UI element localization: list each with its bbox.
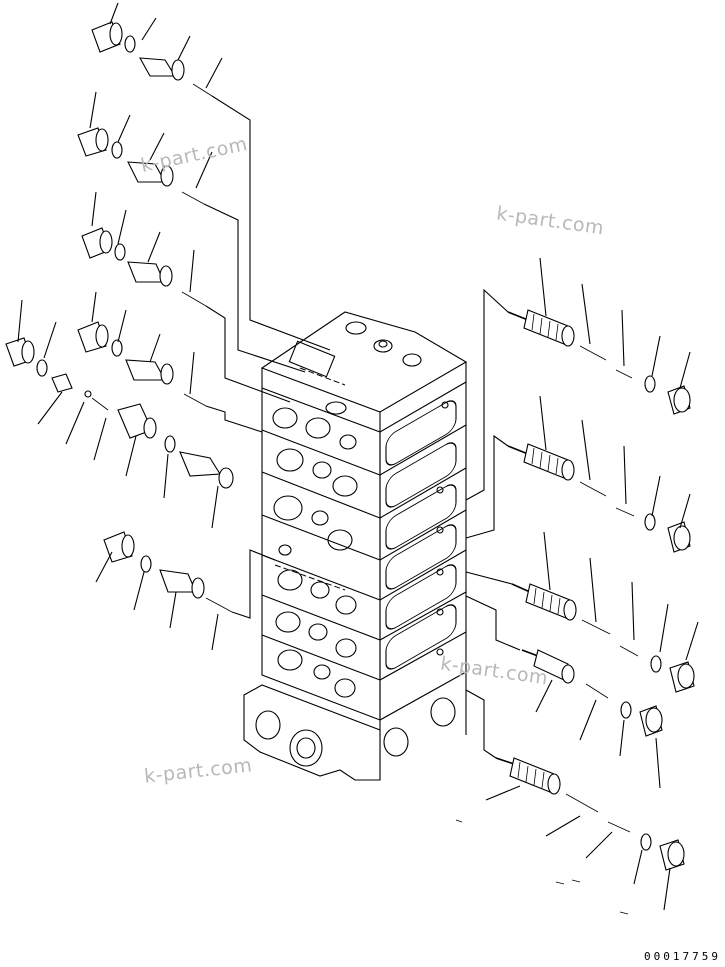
right-face-sections <box>379 382 467 780</box>
left-face-sections <box>261 388 381 721</box>
document-number: 00017759 <box>644 950 721 963</box>
right-relief-group-2 <box>465 395 691 553</box>
left-relief-group <box>5 299 234 529</box>
right-relief-group-1 <box>465 257 691 501</box>
left-spool-group-2 <box>77 91 306 373</box>
control-valve-body <box>243 311 468 781</box>
right-check-group <box>521 649 663 789</box>
left-spool-group-1 <box>91 2 331 351</box>
right-relief-group-3 <box>465 531 699 693</box>
left-spool-group-4 <box>77 291 263 433</box>
right-relief-group-4 <box>455 689 685 915</box>
left-spool-group-3 <box>81 191 291 403</box>
left-spool-group-5 <box>95 531 276 651</box>
end-plate <box>243 684 381 781</box>
